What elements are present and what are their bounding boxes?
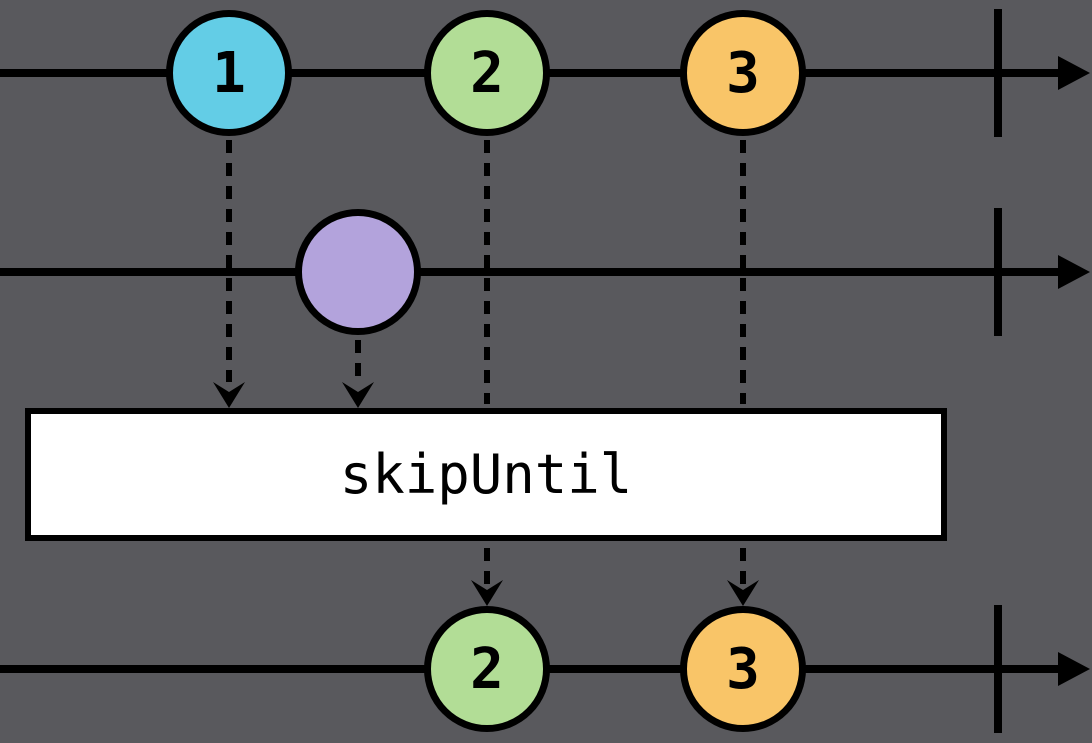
output-timeline-arrow-icon [1058, 652, 1090, 686]
marble-label: 3 [726, 636, 760, 702]
notifier-timeline-arrow-icon [1058, 255, 1090, 289]
operator-label: skipUntil [339, 443, 633, 506]
arrowhead-down-icon [470, 580, 504, 606]
notifier-completion-bar [994, 208, 1002, 336]
arrowhead-down-icon [212, 382, 246, 408]
notifier-timeline-line [0, 268, 1060, 276]
dashed-connector-output-2 [484, 548, 490, 584]
arrowhead-down-icon [726, 580, 760, 606]
marble-label: 3 [726, 40, 760, 106]
output-marble-3: 3 [680, 606, 806, 732]
marble-label: 1 [212, 40, 246, 106]
source-marble-3: 3 [680, 10, 806, 136]
dashed-connector-output-3 [740, 548, 746, 584]
output-marble-2: 2 [424, 606, 550, 732]
source-timeline-arrow-icon [1058, 56, 1090, 90]
marble-label: 2 [470, 636, 504, 702]
operator-box: skipUntil [25, 408, 947, 541]
output-completion-bar [994, 605, 1002, 733]
dashed-connector-marble-2 [484, 140, 490, 404]
arrowhead-down-icon [341, 382, 375, 408]
dashed-connector-notifier-marble [355, 340, 361, 382]
marble-label: 2 [470, 40, 504, 106]
source-marble-2: 2 [424, 10, 550, 136]
dashed-connector-marble-3 [740, 140, 746, 404]
source-marble-1: 1 [166, 10, 292, 136]
notifier-marble [295, 209, 421, 335]
dashed-connector-marble-1 [226, 140, 232, 382]
source-completion-bar [994, 9, 1002, 137]
